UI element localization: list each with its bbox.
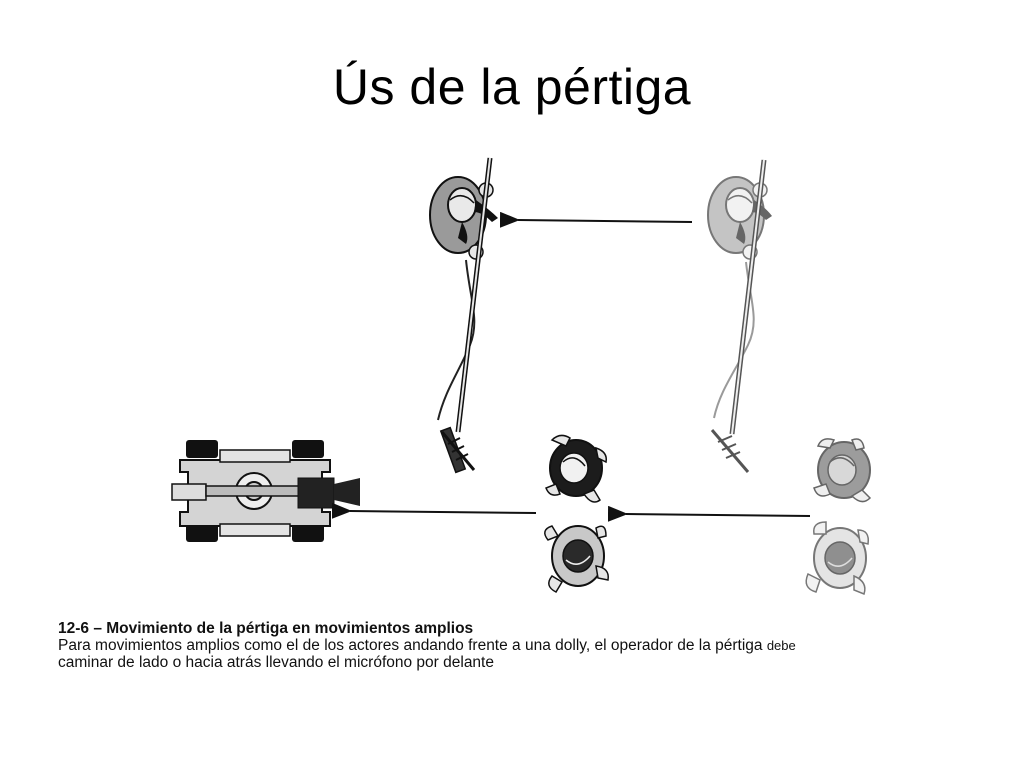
microphone-icon bbox=[439, 426, 476, 474]
camera-dolly-icon bbox=[171, 440, 360, 542]
microphone-start-icon bbox=[710, 429, 750, 473]
caption-line-1: Para movimientos amplios como el de los … bbox=[58, 637, 958, 654]
arrow-left-icon bbox=[499, 211, 693, 228]
boom-operator-icon bbox=[429, 157, 498, 474]
slide-title: Ús de la pértiga bbox=[332, 59, 692, 115]
actor-start-topview-icon bbox=[813, 438, 872, 503]
boom-operator-start-icon bbox=[707, 159, 772, 473]
figure-caption: 12-6 – Movimiento de la pértiga en movim… bbox=[58, 620, 958, 671]
actor-start-topview-icon bbox=[805, 521, 870, 595]
caption-line-1-text: Para movimientos amplios como el de los … bbox=[58, 637, 763, 654]
arrow-left-icon bbox=[607, 505, 811, 522]
arrow-left-icon bbox=[331, 502, 537, 519]
actor-topview-icon bbox=[544, 525, 609, 593]
actor-topview-icon bbox=[545, 434, 608, 503]
caption-line-2: caminar de lado o hacia atrás llevando e… bbox=[58, 654, 494, 671]
camera-icon bbox=[297, 477, 360, 509]
caption-line-1-tail: debe bbox=[766, 638, 796, 653]
caption-heading: 12-6 – Movimiento de la pértiga en movim… bbox=[58, 620, 474, 637]
